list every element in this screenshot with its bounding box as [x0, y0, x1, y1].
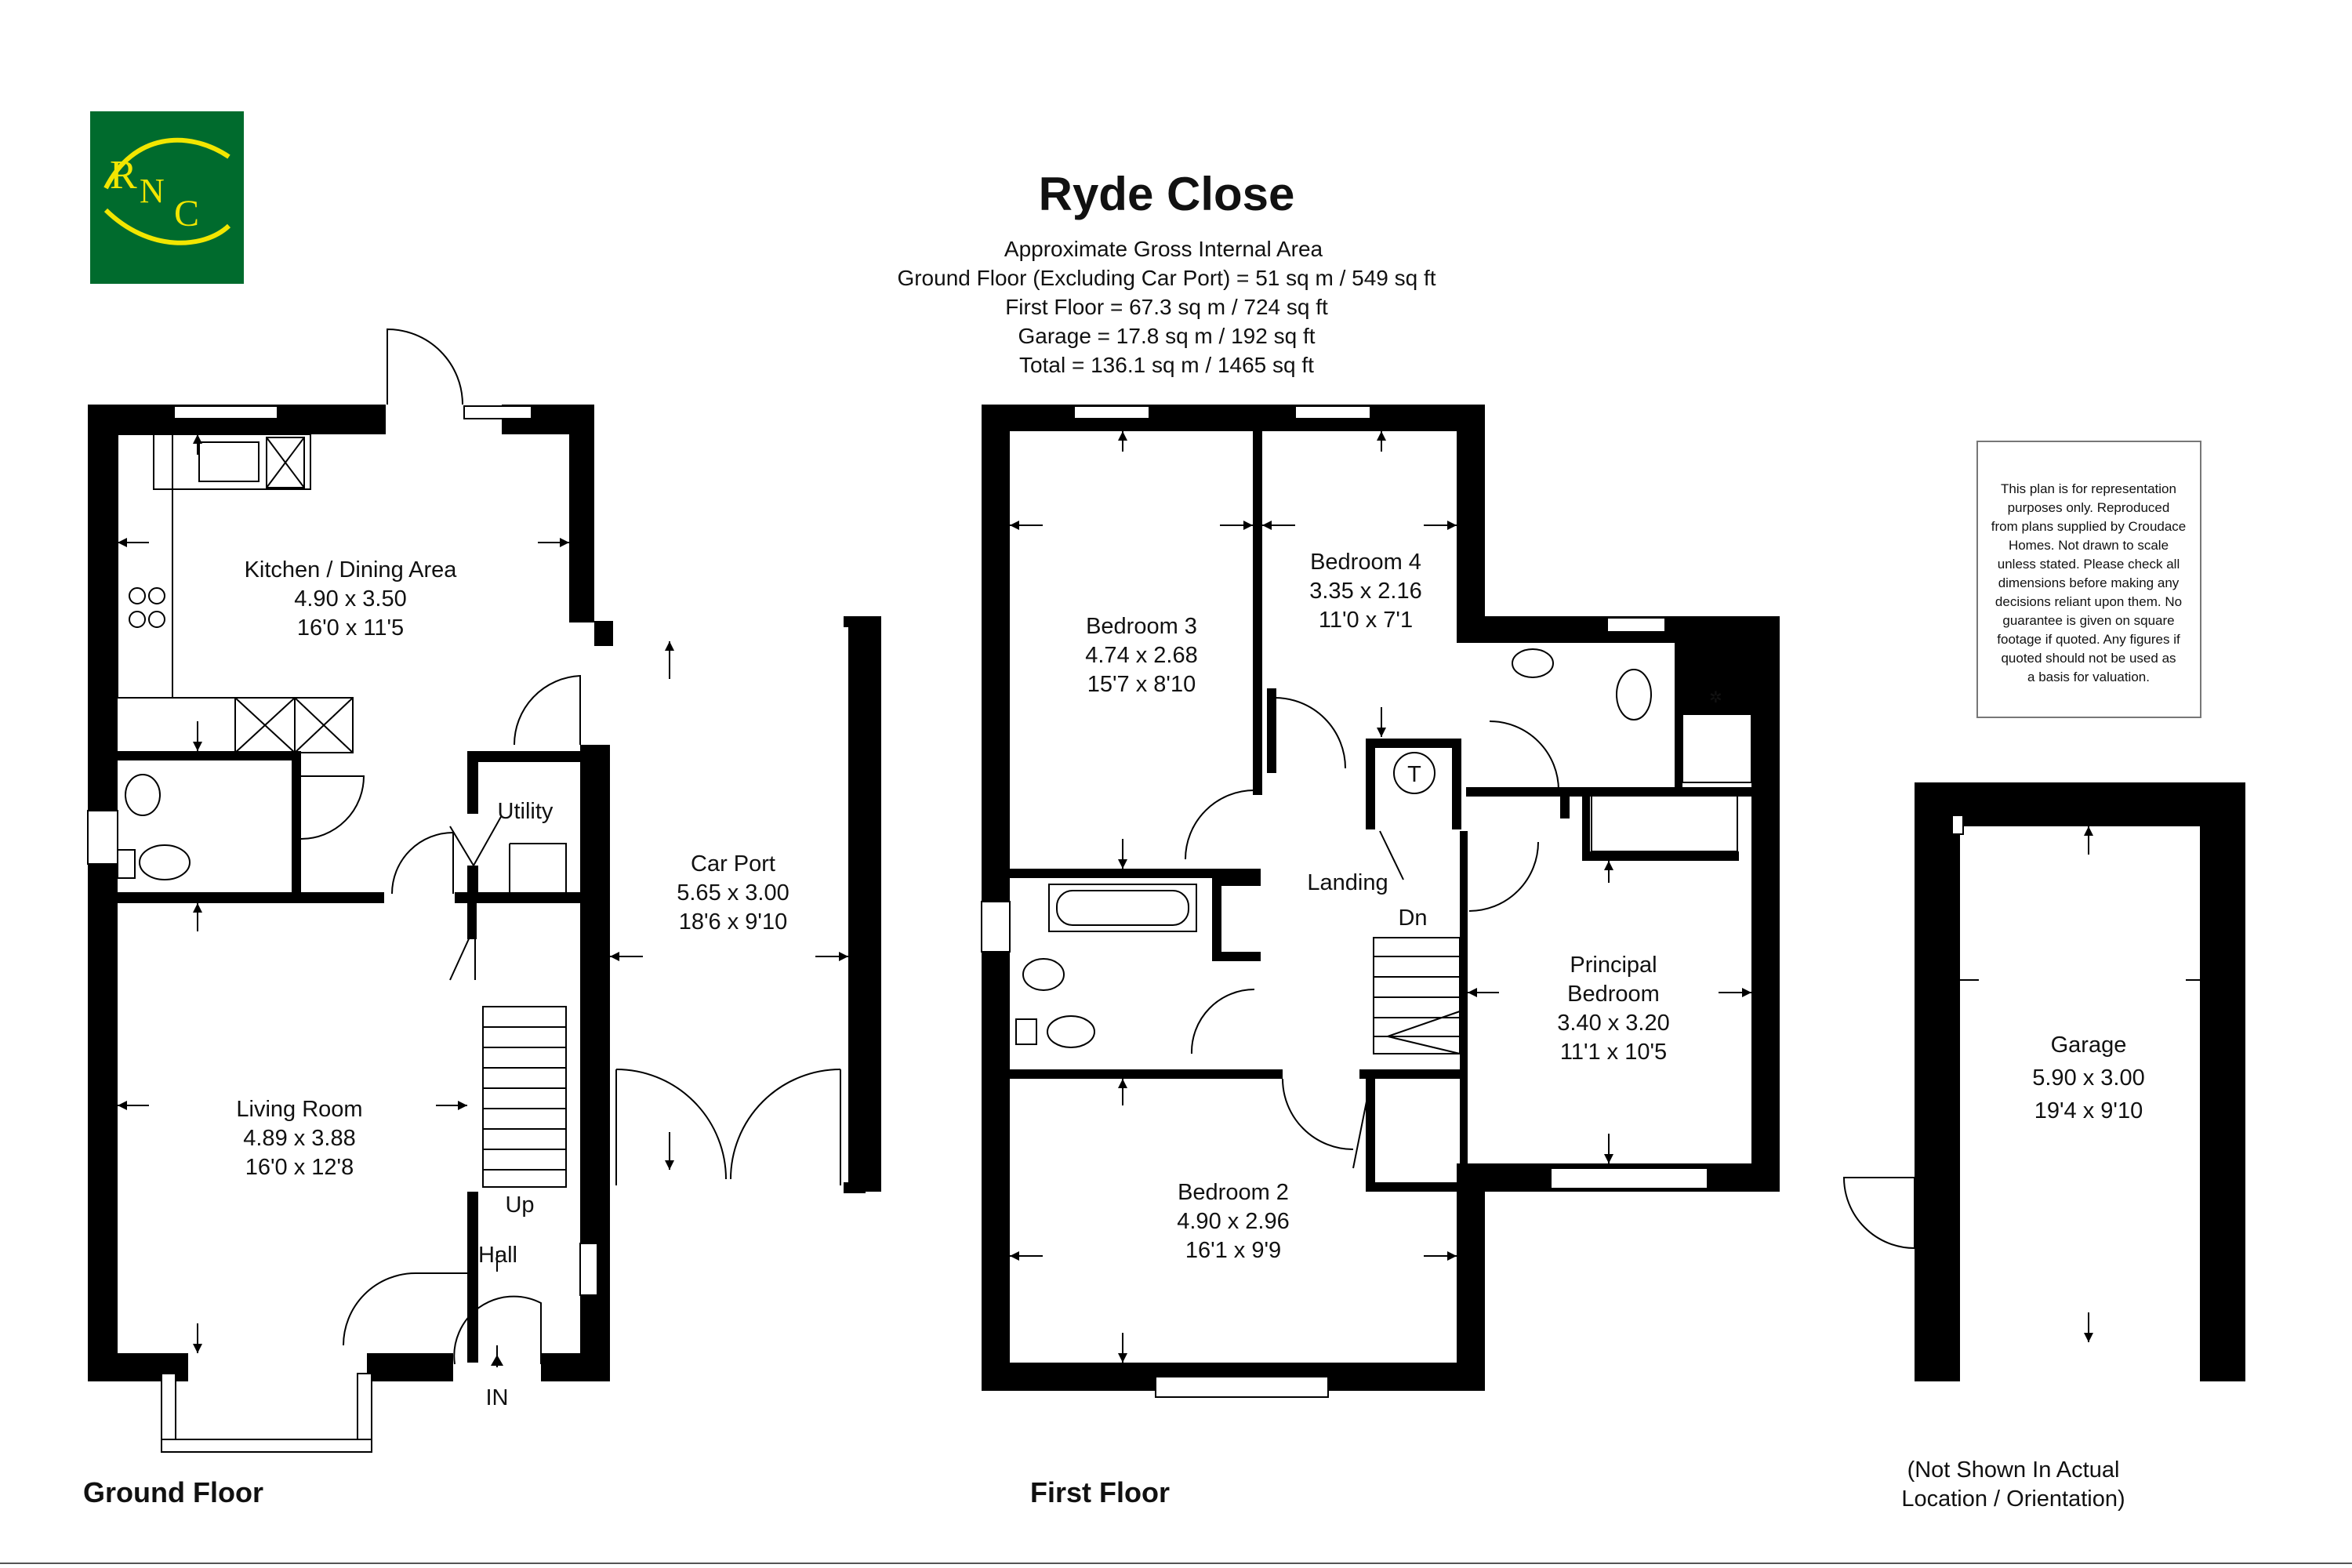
- room-dims-living-metric: 4.89 x 3.88: [243, 1126, 356, 1151]
- entrance-label: IN: [486, 1385, 509, 1410]
- room-label-bedroom4: Bedroom 4: [1310, 550, 1421, 575]
- room-label-hall: Hall: [478, 1243, 517, 1268]
- garage-dimension-arrows: [1946, 826, 2219, 1342]
- room-dims-living-imperial: 16'0 x 12'8: [245, 1155, 354, 1180]
- garage-plan: Garage 5.90 x 3.00 19'4 x 9'10: [1842, 782, 2245, 1381]
- disclaimer-line: purposes only. Reproduced: [2008, 500, 2170, 515]
- water-tank-symbol: [1393, 752, 1436, 794]
- room-label-carport: Car Port: [691, 851, 775, 877]
- room-label-kitchen: Kitchen / Dining Area: [245, 557, 458, 583]
- disclaimer-line: guarantee is given on square: [2002, 613, 2174, 628]
- room-dims-kitchen-imperial: 16'0 x 11'5: [297, 615, 404, 641]
- logo-letter-n: N: [140, 172, 165, 210]
- area-first: First Floor = 67.3 sq m / 724 sq ft: [1005, 295, 1328, 319]
- ground-floor-label: Ground Floor: [83, 1476, 263, 1508]
- garage-note-line-1: (Not Shown In Actual: [1907, 1457, 2120, 1483]
- disclaimer-line: quoted should not be used as: [2001, 651, 2176, 666]
- stairs-up-label: Up: [505, 1192, 534, 1218]
- room-dims-bedroom3-metric: 4.74 x 2.68: [1085, 643, 1198, 668]
- room-dims-garage-imperial: 19'4 x 9'10: [2034, 1098, 2143, 1123]
- room-dims-bedroom2-metric: 4.90 x 2.96: [1177, 1209, 1290, 1234]
- area-garage: Garage = 17.8 sq m / 192 sq ft: [1018, 324, 1316, 348]
- room-label-principal-1: Principal: [1570, 953, 1657, 978]
- svg-text:✲: ✲: [1709, 689, 1722, 706]
- ground-dimension-arrows: [118, 434, 848, 1367]
- ground-floor-plan: Kitchen / Dining Area 4.90 x 3.50 16'0 x…: [87, 328, 881, 1453]
- room-label-principal-2: Bedroom: [1567, 982, 1660, 1007]
- page-title: Ryde Close: [1039, 168, 1295, 220]
- garage-note-line-2: Location / Orientation): [1901, 1486, 2125, 1512]
- logo-letter-c: C: [174, 193, 199, 234]
- disclaimer-line: decisions reliant upon them. No: [1995, 594, 2182, 609]
- area-ground: Ground Floor (Excluding Car Port) = 51 s…: [897, 266, 1436, 290]
- first-floor-label: First Floor: [1030, 1476, 1170, 1508]
- area-total: Total = 136.1 sq m / 1465 sq ft: [1019, 353, 1314, 377]
- disclaimer-line: dimensions before making any: [1998, 575, 2180, 590]
- room-label-utility: Utility: [498, 799, 554, 824]
- room-label-bedroom2: Bedroom 2: [1178, 1180, 1289, 1205]
- room-dims-bedroom3-imperial: 15'7 x 8'10: [1087, 672, 1196, 697]
- room-label-bedroom3: Bedroom 3: [1086, 614, 1197, 639]
- logo-letter-r: R: [110, 153, 137, 198]
- disclaimer-line: from plans supplied by Croudace: [1991, 519, 2187, 534]
- disclaimer-box: This plan is for representation purposes…: [1976, 441, 2201, 718]
- disclaimer-line: a basis for valuation.: [2027, 670, 2150, 684]
- rnc-logo: R N C: [90, 111, 244, 284]
- room-label-living: Living Room: [236, 1097, 362, 1122]
- tank-label: T: [1407, 762, 1421, 787]
- area-heading: Approximate Gross Internal Area: [1004, 237, 1323, 261]
- logo-background: [90, 111, 244, 284]
- disclaimer-line: This plan is for representation: [2001, 481, 2176, 496]
- room-label-landing: Landing: [1307, 870, 1388, 895]
- room-dims-kitchen-metric: 4.90 x 3.50: [294, 586, 407, 612]
- room-label-garage: Garage: [2051, 1033, 2127, 1058]
- room-dims-garage-metric: 5.90 x 3.00: [2032, 1065, 2145, 1091]
- first-dimension-arrows: [1010, 431, 1751, 1363]
- room-dims-carport-metric: 5.65 x 3.00: [677, 880, 789, 906]
- disclaimer-line: unless stated. Please check all: [1998, 557, 2180, 572]
- room-dims-carport-imperial: 18'6 x 9'10: [679, 909, 787, 935]
- room-dims-bedroom4-imperial: 11'0 x 7'1: [1319, 608, 1413, 633]
- disclaimer-line: Homes. Not drawn to scale: [2009, 538, 2169, 553]
- disclaimer-line: footage if quoted. Any figures if: [1997, 632, 2180, 647]
- room-dims-bedroom2-imperial: 16'1 x 9'9: [1185, 1238, 1281, 1263]
- first-floor-plan: ✲ T: [981, 405, 1780, 1398]
- stairs-down-label: Dn: [1398, 906, 1427, 931]
- room-dims-principal-metric: 3.40 x 3.20: [1557, 1011, 1670, 1036]
- room-dims-bedroom4-metric: 3.35 x 2.16: [1309, 579, 1422, 604]
- room-dims-principal-imperial: 11'1 x 10'5: [1560, 1040, 1667, 1065]
